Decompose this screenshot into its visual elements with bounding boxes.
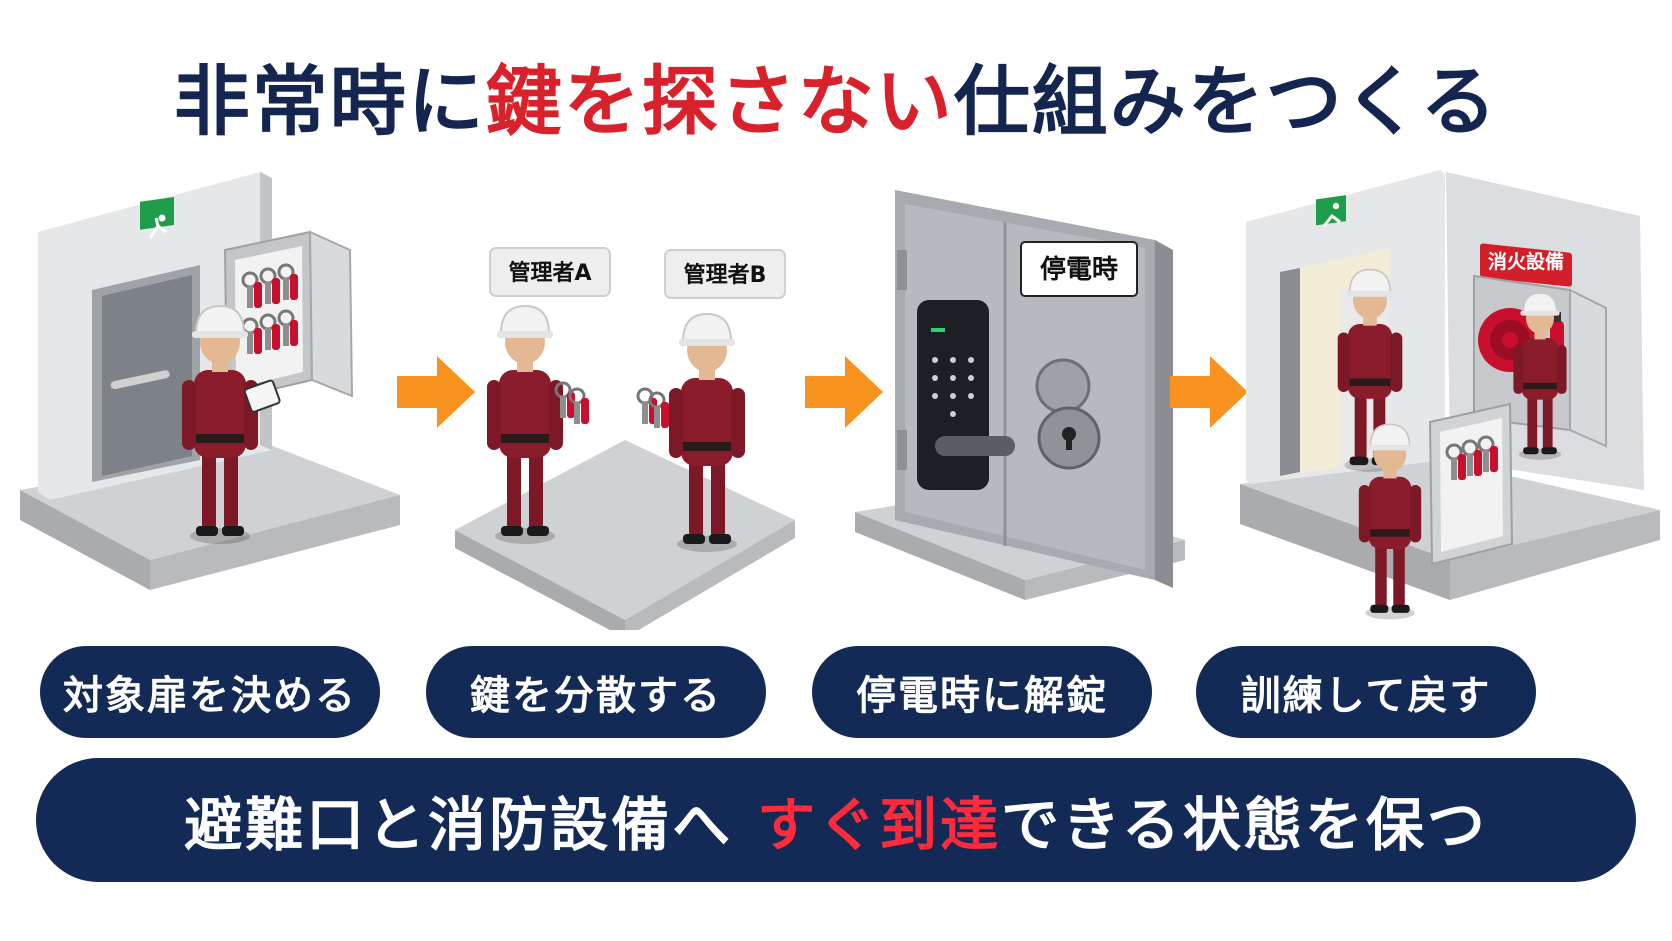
page-title: 非常時に鍵を探さない仕組みをつくる xyxy=(0,52,1672,152)
name-tag-a: 管理者A xyxy=(489,247,611,297)
power-outage-label: 停電時 xyxy=(1040,254,1118,285)
exit-sign-icon xyxy=(1316,195,1346,227)
fire-equipment-label: 消火設備 xyxy=(1488,250,1564,273)
power-outage-tag: 停電時 xyxy=(1020,241,1138,297)
title-part-3: 仕組みをつくる xyxy=(953,57,1499,146)
summary-part-3: できる状態を保つ xyxy=(1001,791,1488,859)
arrow-right-icon xyxy=(805,356,883,428)
scene-power-outage-unlock: 停電時 xyxy=(855,190,1185,600)
smart-lock-icon xyxy=(917,300,1015,490)
keyhole-icon xyxy=(1035,358,1101,470)
key-icon xyxy=(636,387,671,430)
exit-sign-icon xyxy=(140,196,174,239)
fire-equipment-tag: 消火設備 xyxy=(1480,243,1572,287)
key-box-icon xyxy=(223,230,354,402)
summary-banner: 避難口と消防設備へすぐ到達できる状態を保つ xyxy=(36,758,1636,882)
name-tag-b: 管理者B xyxy=(664,249,786,299)
scene-drill-restore: 消火設備 xyxy=(1240,170,1660,621)
step-4-pill: 訓練して戻す xyxy=(1196,646,1536,738)
manager-b-label: 管理者B xyxy=(684,262,767,288)
title-accent: 鍵を探さない xyxy=(485,57,954,146)
summary-accent: すぐ到達 xyxy=(757,791,1002,859)
arrow-right-icon xyxy=(1170,356,1248,428)
step-1-pill: 対象扉を決める xyxy=(40,646,380,738)
manager-a-label: 管理者A xyxy=(508,260,591,286)
key-box-icon xyxy=(1428,402,1514,566)
scene-distribute-keys: 管理者A 管理者B xyxy=(455,247,795,630)
step-3-pill: 停電時に解錠 xyxy=(812,646,1152,738)
title-part-1: 非常時に xyxy=(173,57,486,146)
scene-choose-door xyxy=(20,172,400,590)
step-2-pill: 鍵を分散する xyxy=(426,646,766,738)
summary-part-1: 避難口と消防設備へ xyxy=(184,791,734,859)
worker-icon xyxy=(181,305,281,545)
arrow-right-icon xyxy=(397,356,475,428)
